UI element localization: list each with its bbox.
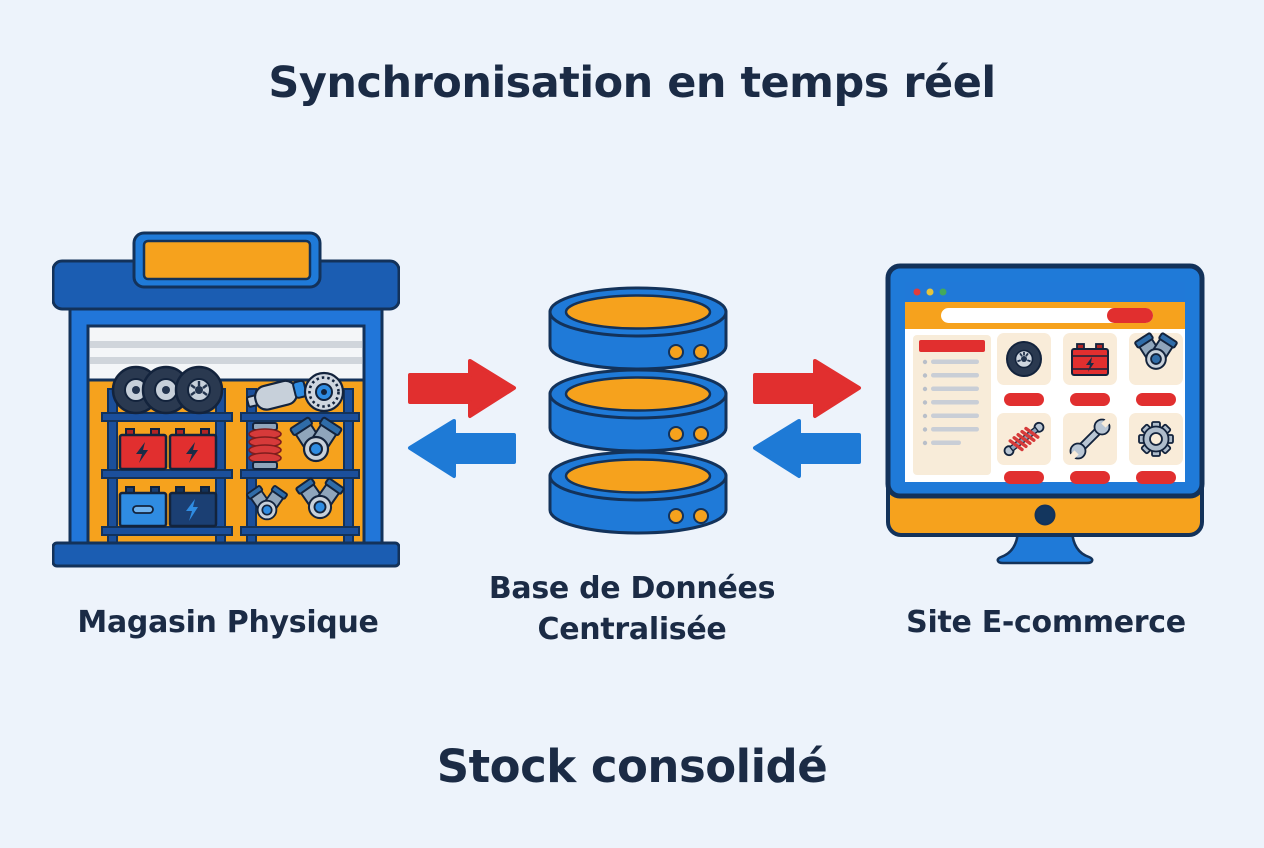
product-button	[1070, 471, 1110, 484]
sync-arrows-database-ecommerce	[753, 359, 861, 478]
browser-dot-yellow-icon	[926, 288, 934, 296]
browser-titlebar	[905, 282, 1185, 302]
garage-door-slat	[90, 357, 362, 364]
search-bar	[941, 308, 1153, 323]
wrench-icon	[1068, 417, 1112, 461]
engine-icon	[295, 477, 345, 520]
brake-disc-icon	[303, 371, 345, 413]
database-cylinder	[548, 368, 728, 453]
diagram-title: Synchronisation en temps réel	[268, 58, 996, 108]
sidebar-header-bar	[919, 340, 985, 352]
store-illustration	[52, 231, 400, 568]
diagram-footer: Stock consolidé	[436, 740, 828, 793]
monitor-power-button	[1034, 504, 1056, 526]
red-battery-icon	[118, 428, 168, 471]
product-button	[1136, 471, 1176, 484]
sidebar-panel	[913, 335, 991, 475]
muffler-icon	[246, 379, 308, 411]
database-cylinder	[548, 286, 728, 371]
product-button	[1004, 471, 1044, 484]
ecommerce-label: Site E-commerce	[906, 605, 1186, 640]
red-right-arrow-icon	[408, 359, 516, 418]
red-right-arrow-icon	[753, 359, 861, 418]
store-label: Magasin Physique	[77, 605, 379, 640]
blue-battery-icon	[118, 486, 168, 528]
product-button	[1070, 393, 1110, 406]
red-battery-icon	[168, 428, 218, 471]
engine-icon	[1134, 332, 1178, 370]
database-cylinder	[548, 450, 728, 535]
database-label-line1: Base de Données	[488, 571, 776, 606]
database-label-line2: Centralisée	[537, 612, 727, 648]
database-illustration	[548, 286, 728, 535]
garage-door-slat	[90, 341, 362, 348]
ecommerce-monitor-illustration	[885, 263, 1205, 565]
navy-battery-icon	[168, 486, 218, 528]
monitor-stand	[996, 529, 1094, 565]
sidebar-menu-rows	[922, 359, 979, 446]
gear-icon	[1138, 421, 1174, 457]
store-sign	[142, 239, 312, 281]
browser-dot-green-icon	[939, 288, 947, 296]
engine-icon	[289, 416, 343, 463]
battery-icon	[1071, 343, 1109, 376]
store-base	[52, 541, 400, 568]
right-shelf-rack	[240, 388, 360, 544]
tire-icon	[1006, 341, 1042, 377]
product-button	[1004, 393, 1044, 406]
browser-dot-red-icon	[913, 288, 921, 296]
product-button	[1136, 393, 1176, 406]
search-button	[1107, 308, 1153, 323]
engine-icon	[246, 485, 288, 521]
tires-icon	[111, 365, 224, 415]
coil-spring-icon	[248, 422, 282, 470]
sync-arrows-store-database	[408, 359, 516, 478]
database-label: Base de Données Centralisée	[436, 568, 828, 651]
blue-left-arrow-icon	[408, 419, 516, 478]
shock-absorber-icon	[1003, 421, 1045, 457]
blue-left-arrow-icon	[753, 419, 861, 478]
